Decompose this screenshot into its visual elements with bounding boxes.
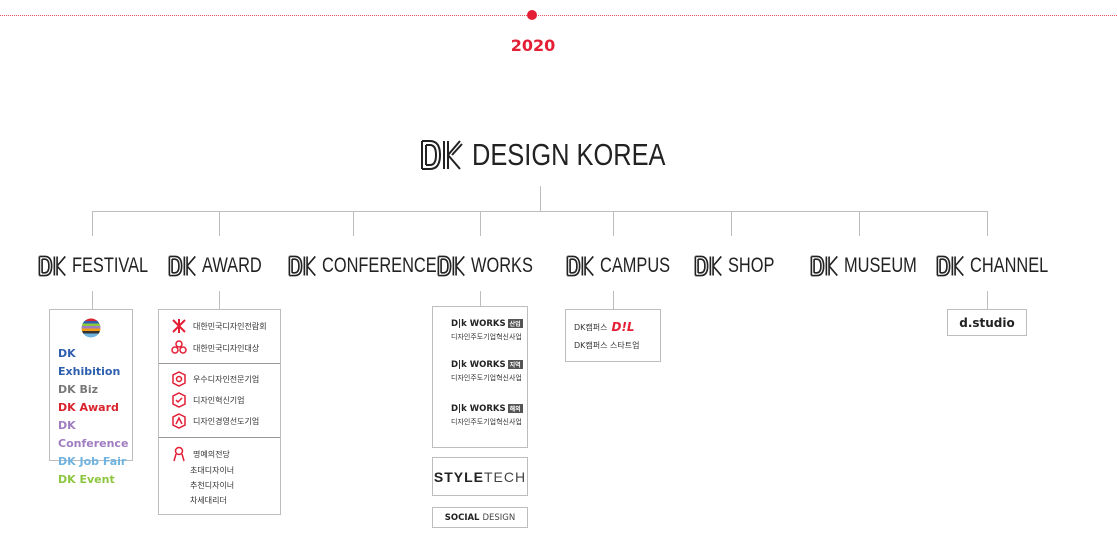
connector-museum [859, 211, 860, 236]
connector-trunk [540, 186, 541, 211]
category-label: FESTIVAL [72, 254, 149, 277]
award-divider [159, 363, 280, 364]
award-item: 대한민국디자인전람회 [171, 318, 267, 334]
connector-campus-sub [613, 291, 614, 309]
dk-logo-icon: D|k [451, 360, 470, 370]
year-label: 2020 [510, 36, 556, 55]
dk-logo-icon [38, 255, 66, 277]
category-label: CONFERENCE [322, 254, 437, 277]
dk-logo-icon [810, 255, 838, 277]
festival-list: DK Exhibition DK Biz DK Award DK Confere… [58, 345, 132, 489]
category-label: CAMPUS [600, 254, 671, 277]
award-item: 디자인경영선도기업 [171, 413, 259, 429]
timeline-dot [527, 10, 537, 20]
award-sub-item: 차세대리더 [190, 496, 227, 505]
award-box: 대한민국디자인전람회 대한민국디자인대상 우수디자인전문기업 디자인혁신기업 디… [158, 309, 281, 515]
category-label: AWARD [202, 254, 262, 277]
award-badge-icon [172, 392, 186, 408]
dk-logo-icon [437, 255, 465, 277]
award-item: 대한민국디자인대상 [171, 340, 259, 356]
award-badge-icon [172, 413, 186, 429]
award-divider [159, 437, 280, 438]
award-hall-of-fame: 명예의전당 [171, 446, 230, 462]
dk-logo-icon [168, 255, 196, 277]
timeline-line [0, 15, 1117, 16]
festival-item-exhibition: DK Exhibition [58, 347, 121, 378]
festival-item-award: DK Award [58, 401, 119, 414]
award-badge-icon [172, 371, 186, 387]
dstudio-logo: d.studio [959, 315, 1015, 330]
dk-logo-icon [936, 255, 964, 277]
connector-award [219, 211, 220, 236]
connector-channel-sub [987, 291, 988, 309]
category-museum: MUSEUM [810, 254, 937, 278]
connector-campus [613, 211, 614, 236]
main-title-text: DESIGN KOREA [472, 137, 666, 172]
dk-logo-icon [694, 255, 722, 277]
dk-logo-icon [421, 140, 463, 170]
connector-festival [92, 211, 93, 236]
channel-box: d.studio [947, 309, 1027, 336]
festival-item-job-fair: DK Job Fair [58, 455, 127, 468]
connector-channel [987, 211, 988, 236]
connector-works [480, 211, 481, 236]
festival-item-event: DK Event [58, 473, 115, 486]
award-item: 우수디자인전문기업 [171, 371, 259, 387]
category-label: WORKS [471, 254, 533, 277]
campus-item: DK캠퍼스 D!L [574, 320, 635, 334]
main-title: DESIGN KOREA [420, 135, 708, 175]
festival-item-biz: DK Biz [58, 383, 99, 396]
category-channel: CHANNEL [936, 254, 1070, 278]
award-exhibition-icon [172, 319, 186, 333]
award-grand-prize-icon [171, 340, 187, 354]
ribbon-icon [173, 446, 185, 462]
category-conference: CONFERENCE [288, 254, 469, 278]
festival-emblem-icon [81, 318, 101, 338]
connector-works-sub [480, 291, 481, 309]
dk-logo-icon: D|k [451, 319, 470, 329]
dk-logo-icon [288, 255, 316, 277]
dk-logo-icon: D|k [451, 404, 470, 414]
category-festival: FESTIVAL [38, 254, 170, 278]
category-works: WORKS [437, 254, 550, 278]
connector-horizontal [92, 211, 988, 212]
connector-award-sub [219, 291, 220, 309]
connector-conference [353, 211, 354, 236]
category-label: MUSEUM [844, 254, 917, 277]
campus-item: DK캠퍼스 스타트업 [574, 341, 640, 350]
campus-box: DK캠퍼스 D!L DK캠퍼스 스타트업 [565, 309, 661, 362]
dk-logo-icon [566, 255, 594, 277]
award-sub-item: 추천디자이너 [190, 481, 235, 490]
festival-box: DK Exhibition DK Biz DK Award DK Confere… [49, 309, 133, 486]
award-item: 디자인혁신기업 [171, 392, 245, 408]
connector-shop [731, 211, 732, 236]
festival-item-conference: DK Conference [58, 419, 129, 450]
category-label: SHOP [728, 254, 775, 277]
category-award: AWARD [168, 254, 279, 278]
connector-festival-sub [92, 291, 93, 309]
category-shop: SHOP [694, 254, 788, 278]
award-sub-item: 초대디자이너 [190, 466, 235, 475]
category-label: CHANNEL [970, 254, 1049, 277]
dil-logo: D!L [611, 320, 635, 334]
category-campus: CAMPUS [566, 254, 690, 278]
